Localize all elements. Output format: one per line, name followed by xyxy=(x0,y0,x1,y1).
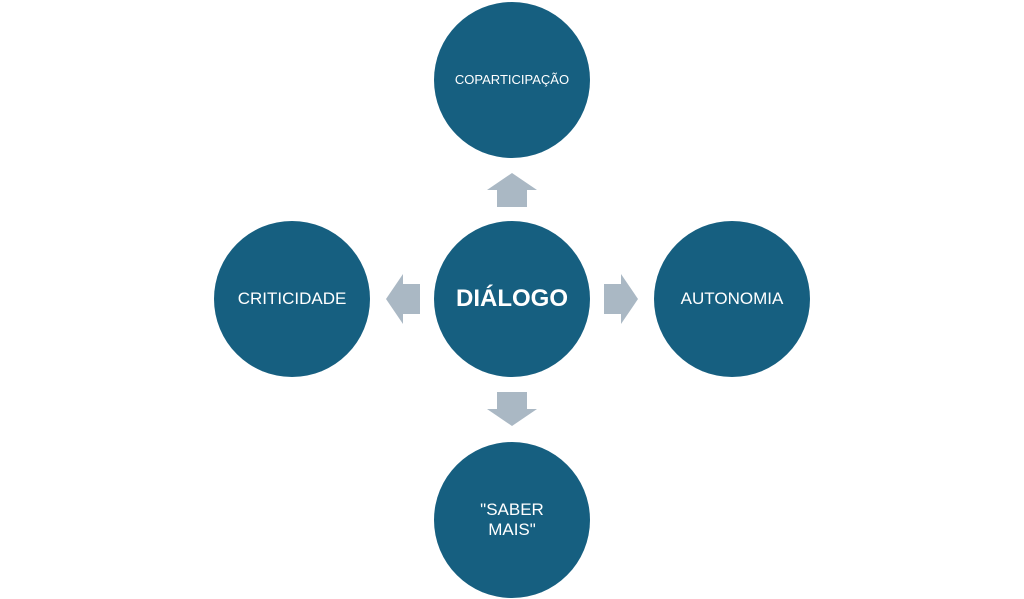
node-coparticipacao: COPARTICIPAÇÃO xyxy=(434,2,590,158)
node-dialogo-label: DIÁLOGO xyxy=(456,284,568,312)
arrow-right xyxy=(604,274,638,324)
node-autonomia-label: AUTONOMIA xyxy=(680,288,784,308)
node-autonomia: AUTONOMIA xyxy=(654,221,810,377)
node-coparticipacao-label: COPARTICIPAÇÃO xyxy=(454,72,570,88)
arrow-up xyxy=(487,173,537,207)
arrow-left xyxy=(386,274,420,324)
node-dialogo: DIÁLOGO xyxy=(434,221,590,377)
arrow-down xyxy=(487,392,537,426)
node-saber-mais-label: "SABER MAIS" xyxy=(480,499,544,539)
node-criticidade-label: CRITICIDADE xyxy=(237,288,347,308)
node-criticidade: CRITICIDADE xyxy=(214,221,370,377)
node-saber-mais: "SABER MAIS" xyxy=(434,442,590,598)
